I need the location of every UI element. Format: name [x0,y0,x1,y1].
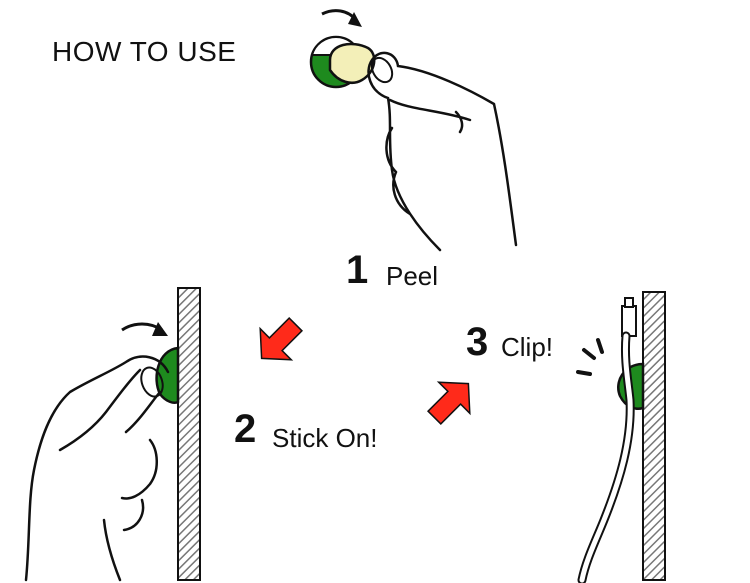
hand-1 [367,51,518,252]
wall-right [642,291,666,581]
wall-left [177,287,201,581]
hand-2 [24,355,170,582]
cable-plug [621,305,637,337]
arrow-up-right-icon [427,381,471,425]
step-1-illustration [309,9,518,252]
step-3-label: Clip! [501,332,554,362]
step-2-label: Stick On! [272,423,378,453]
step-1-label: Peel [386,261,439,291]
step-3-number: 3 [466,320,489,364]
step-1-number: 1 [346,248,369,292]
step-3-illustration [576,291,666,583]
adhesive-pad [328,42,376,84]
page-title: HOW TO USE [52,36,237,67]
step-2-number: 2 [234,407,257,451]
arrow-down-left-icon [259,317,303,361]
step-2-illustration [24,287,201,582]
